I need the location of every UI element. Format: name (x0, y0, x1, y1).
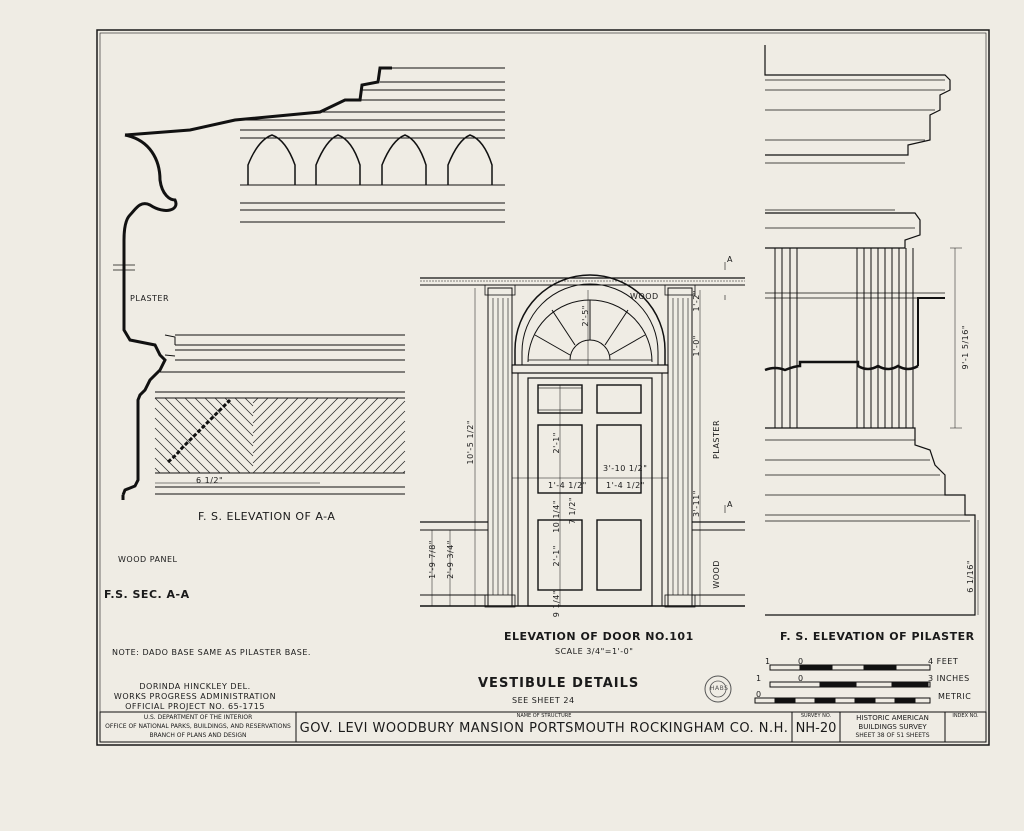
habs-seal-text: HABS (710, 685, 729, 692)
dim-right-col-1: 1'-2" (692, 290, 701, 312)
plaster-right-label: PLASTER (712, 420, 721, 460)
dim-width: 3'-10 1/2" (603, 464, 648, 473)
survey-number: NH-20 (795, 721, 837, 736)
dim-right-col-2: 1'-0" (692, 335, 701, 357)
section-a-mid: A (727, 500, 733, 509)
dim-pilaster-upper: 9'-1 5/16" (961, 325, 970, 370)
index-caption: INDEX NO. (952, 713, 979, 719)
credit-line-3: OFFICIAL PROJECT NO. 65-1715 (125, 702, 265, 711)
plaster-label-left: PLASTER (130, 294, 170, 303)
dim-pilaster-lower: 6 1/16" (966, 560, 975, 593)
survey-caption: SURVEY NO. (800, 713, 832, 719)
scale-metric-label: METRIC (938, 692, 972, 701)
scale-feet-label: 4 FEET (928, 657, 959, 666)
wood-right-label: WOOD (712, 560, 721, 589)
dim-rail-mid: 10 1/4" (552, 500, 561, 533)
credit-line-1: DORINDA HINCKLEY DEL. (139, 682, 251, 691)
scale-feet-start: 1 (765, 657, 771, 666)
habs-line-1: HISTORIC AMERICAN (856, 714, 929, 722)
scale-inches-label: 3 INCHES (928, 674, 970, 683)
dim-rail-low: 9 1/4" (552, 590, 561, 618)
door-elevation (420, 262, 745, 608)
wood-panel-label: WOOD PANEL (118, 555, 178, 564)
fs-section-aa-title: F.S. SEC. A-A (104, 588, 190, 601)
wood-top-label: WOOD (630, 292, 659, 301)
sheet-border (96, 29, 990, 746)
dim-overall-height: 10'-5 1/2" (466, 420, 475, 465)
dim-panel-w-right: 1'-4 1/2" (606, 481, 645, 490)
fs-elevation-aa-title: F. S. ELEVATION OF A-A (198, 510, 336, 523)
scale-inches-zero: 0 (798, 674, 804, 683)
dim-lock-rail: 7 1/2" (568, 497, 577, 525)
dim-panel-h-upper: 2'-1" (552, 432, 561, 454)
pilaster-elevation (764, 45, 979, 616)
credit-line-2: WORKS PROGRESS ADMINISTRATION (113, 692, 277, 701)
cornice-elevation (236, 67, 505, 223)
scale-label: SCALE 3/4"=1'-0" (555, 647, 634, 656)
structure-name: GOV. LEVI WOODBURY MANSION PORTSMOUTH RO… (299, 721, 789, 736)
name-caption: NAME OF STRUCTURE (516, 713, 572, 719)
dim-lower-height: 2'-9 3/4" (446, 540, 455, 579)
dado-hatching (154, 397, 406, 474)
dim-transom-h: 2'-5" (581, 305, 590, 327)
dim-panel-w-left: 1'-4 1/2" (548, 481, 587, 490)
habs-seal-icon (704, 675, 732, 703)
vestibule-title: VESTIBULE DETAILS (478, 676, 640, 691)
note-dado: NOTE: DADO BASE SAME AS PILASTER BASE. (112, 648, 311, 657)
see-sheet-label: SEE SHEET 24 (512, 696, 575, 705)
dim-lower-dado: 1'-9 7/8" (428, 540, 437, 579)
elevation-door-title: ELEVATION OF DOOR NO.101 (504, 630, 694, 643)
dim-panel-h-lower: 2'-1" (552, 545, 561, 567)
sheet-info: SHEET 38 OF 51 SHEETS (855, 732, 930, 739)
dept-line-1: U.S. DEPARTMENT OF THE INTERIOR (143, 714, 253, 721)
dept-line-2: OFFICE OF NATIONAL PARKS, BUILDINGS, AND… (105, 723, 291, 730)
fs-elevation-pilaster-title: F. S. ELEVATION OF PILASTER (780, 630, 975, 643)
dept-line-3: BRANCH OF PLANS AND DESIGN (149, 732, 247, 739)
scale-inches-start: 1 (756, 674, 762, 683)
dim-right-col-3: 3'-11" (692, 490, 701, 518)
dado-elevation (155, 334, 405, 495)
scale-feet-zero: 0 (798, 657, 804, 666)
scale-metric-zero: 0 (756, 690, 762, 699)
scale-bars (754, 664, 931, 704)
dim-six-half: 6 1/2" (196, 476, 224, 485)
title-block-lines (99, 711, 987, 743)
habs-line-2: BUILDINGS SURVEY (858, 723, 927, 731)
section-a-top: A (727, 255, 733, 264)
